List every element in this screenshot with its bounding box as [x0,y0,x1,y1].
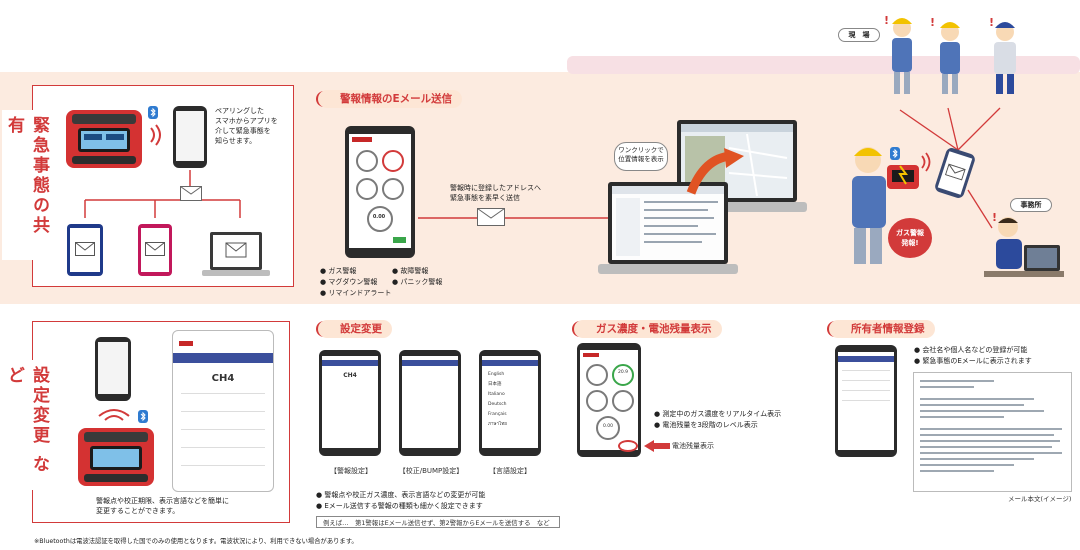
settings-header: 2 設定変更 [316,320,392,338]
caption-alarm-settings: 【警報設定】 [330,467,372,475]
caption-language-settings: 【言語設定】 [489,467,531,475]
gas-detector-device [64,108,144,174]
send-note: 警報時に登録したアドレスへ 緊急事態を素早く送信 [450,184,541,202]
pairing-note: ペアリングした スマホからアプリを 介して緊急事態を 知らせます。 [215,107,278,145]
signal-waves-icon [97,406,131,426]
tablet-blue-image [67,224,103,276]
app-phone-screen: 0.00 [345,126,415,258]
alarm-worker-image [838,142,908,276]
settings-label: 設定変更 など [2,360,52,490]
laptop-mail-image [598,180,738,284]
site-workers-image: ! ! ! [880,10,1060,104]
owner-info-header: 4 所有者情報登録 [827,320,935,338]
one-click-bubble: ワンクリックで 位置情報を表示 [614,142,668,171]
smartphone-image [173,106,207,168]
phone-pink-image [138,224,172,276]
bluetooth-icon [138,408,148,427]
gas-alarm-bubble: ガス警報 発報! [888,218,932,258]
settings-label-wrap: 設定変更 など [2,360,52,490]
settings-bullets: ● 警報点や校正ガス濃度、表示言語などの変更が可能 ● Eメール送信する警報の種… [316,491,486,510]
owner-info-phone [835,345,897,457]
distribution-lines [84,170,241,218]
send-line [418,217,623,219]
mail-icon [944,163,966,181]
alarm-email-title: 警報情報のEメール送信 [318,90,463,108]
signal-waves-icon [920,152,934,176]
email-body-image [913,372,1072,492]
caption-calibration-settings: 【校正/BUMP設定】 [398,467,464,475]
bluetooth-icon [890,145,900,164]
alarm-email-header: 1 警報情報のEメール送信 [316,90,463,108]
laptop-image [200,230,272,284]
office-worker-image: ! [976,205,1066,291]
gas-battery-title: ガス濃度・電池残量表示 [574,320,722,338]
bluetooth-icon [148,104,158,123]
battery-arrow-icon [644,440,670,452]
smartphone-image [95,337,131,401]
mail-icon [75,242,95,256]
gas-name: CH4 [211,373,235,384]
battery-indicator [393,237,406,243]
emergency-label: 緊急事態の共有 [2,110,52,260]
owner-info-title: 所有者情報登録 [829,320,935,338]
owner-info-bullets: ● 会社名や個人名などの登録が可能 ● 緊急事態のEメールに表示されます [914,346,1032,365]
gas-battery-bullets: ● 測定中のガス濃度をリアルタイム表示 ● 電池残量を3段階のレベル表示 [654,410,782,429]
settings-app-screen: CH4 [172,330,274,492]
emergency-label-wrap: 緊急事態の共有 [2,110,52,260]
email-envelope-icon [477,208,505,230]
svg-text:!: ! [884,14,889,27]
signal-waves-icon [148,124,166,150]
gas-reading-phone: 20.9 0.00 [577,343,641,457]
battery-label: 電池残量表示 [672,442,714,450]
settings-left-note: 警報点や校正期限、表示言語などを簡単に 変更することができます。 [96,497,229,515]
svg-text:!: ! [930,16,935,29]
gauge-value: 0.00 [372,214,386,220]
mail-caption: メール本文(イメージ) [1008,495,1072,503]
notification-arrows [899,107,1001,229]
site-label: 現 場 [838,28,880,42]
settings-example: 例えば… 第1警報はEメール送信せず、第2警報からEメールを送信する など [316,516,560,528]
alarm-settings-phone: CH4 [319,350,381,456]
language-list: English 日本語 Italiano Deutsch Français ภา… [488,372,507,427]
alarm-types-left: ● ガス警報 ● マグダウン警報 ● リマインドアラート [320,267,392,297]
notification-phone-image [933,146,977,200]
svg-text:!: ! [989,16,994,29]
footnote: ※Bluetoothは電波法認証を取得した国でのみの使用となります。電波状況によ… [34,538,358,545]
mail-icon [145,242,165,256]
calibration-settings-phone [399,350,461,456]
alarm-detector-image [886,164,920,194]
svg-text:!: ! [992,211,997,224]
gas-detector-device [76,426,156,492]
office-label: 事務所 [1010,198,1052,212]
gas-battery-header: 3 ガス濃度・電池残量表示 [572,320,722,338]
one-click-arrow [686,148,744,195]
alarm-types-right: ● 故障警報 ● パニック警報 [392,267,443,286]
battery-highlight [618,440,638,452]
email-envelope-icon [180,186,202,205]
settings-title: 設定変更 [318,320,392,338]
language-settings-phone: English 日本語 Italiano Deutsch Français ภา… [479,350,541,456]
